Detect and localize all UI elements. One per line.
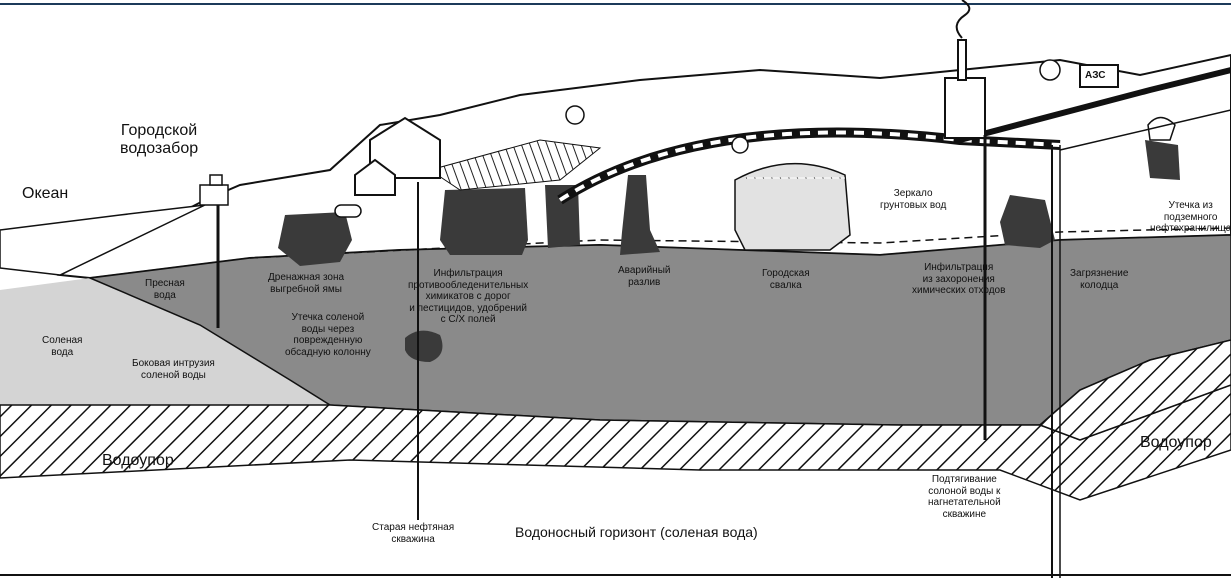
label-well-pollution: Загрязнение колодца — [1070, 268, 1128, 291]
label-aquitard-right: Водоупор — [1140, 434, 1212, 452]
label-salt-water: Соленая вода — [42, 335, 82, 358]
tree-icon — [1040, 60, 1060, 80]
label-saltwater-upconing: Подтягивание солоной воды к нагнетательн… — [928, 474, 1001, 520]
label-septic-drainage: Дренажная зона выгребной ямы — [268, 272, 344, 295]
label-deicing-infiltration: Инфильтрация противообледенительных хими… — [408, 268, 528, 326]
label-saline-aquifer: Водоносный горизонт (соленая вода) — [515, 524, 758, 540]
label-saltwater-leak: Утечка соленой воды через поврежденную о… — [285, 312, 371, 358]
tree-icon — [566, 106, 584, 124]
landfill-mound — [735, 164, 850, 250]
label-aquitard-left: Водоупор — [102, 452, 174, 470]
label-ocean: Океан — [22, 185, 68, 203]
label-chem-waste-infiltration: Инфильтрация из захоронения химических о… — [912, 262, 1005, 297]
label-tank-leak: Утечка из подземного нефтехранилища — [1150, 200, 1231, 235]
label-city-intake: Городской водозабор — [120, 122, 198, 159]
tree-icon — [732, 137, 748, 153]
label-old-well: Старая нефтяная скважина — [372, 522, 454, 545]
label-accidental-spill: Аварийный разлив — [618, 265, 670, 288]
label-water-table: Зеркало грунтовых вод — [880, 188, 946, 211]
deicing-plume-1 — [440, 188, 528, 255]
gas-station-sign-text: АЗС — [1085, 70, 1105, 82]
label-fresh-water: Пресная вода — [145, 278, 185, 301]
label-lateral-intrusion: Боковая интрузия соленой воды — [132, 358, 215, 381]
label-city-landfill: Городская свалка — [762, 268, 810, 291]
